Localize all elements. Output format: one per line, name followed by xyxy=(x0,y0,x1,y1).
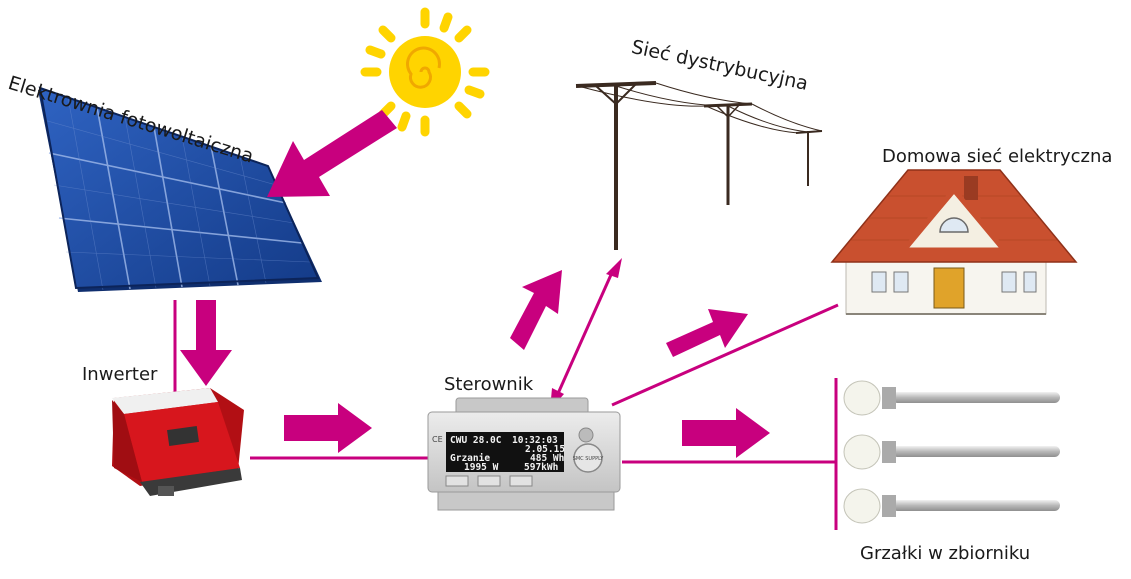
svg-text:CE: CE xyxy=(432,435,443,444)
sun-icon xyxy=(360,7,490,137)
panel-to-inverter-arrow xyxy=(180,300,232,386)
lcd-row1-right: 10:32:03 xyxy=(512,435,558,446)
inverter-label: Inwerter xyxy=(82,364,158,385)
solar-panel-icon xyxy=(38,86,322,292)
lcd-row4-right: 597kWh xyxy=(524,462,558,473)
heater-element xyxy=(843,488,1060,524)
knob-label: SMC SUPPLY xyxy=(573,456,605,462)
controller-device-icon: CE xyxy=(427,397,621,511)
lcd-row3-right: 485 Wh xyxy=(530,453,564,464)
lcd-row1-left: CWU 28.0C xyxy=(450,435,502,446)
controller-to-grid-arrow xyxy=(510,270,562,350)
line-controller-grid xyxy=(554,267,616,399)
line-controller-to-home xyxy=(611,303,839,407)
house-icon xyxy=(830,169,1078,315)
connection-lines xyxy=(173,267,839,530)
home-network-label: Domowa sieć elektryczna xyxy=(882,146,1113,167)
power-lines-icon xyxy=(575,81,823,250)
controller-to-home-arrow xyxy=(666,309,748,357)
heaters-label: Grzałki w zbiorniku xyxy=(860,543,1031,564)
inverter-icon xyxy=(112,388,244,496)
double-arrow-head-top xyxy=(606,258,622,278)
lcd-row2-right: 2.05.15 xyxy=(525,444,565,455)
controller-to-heaters-arrow xyxy=(682,408,770,458)
heater-element xyxy=(843,434,1060,470)
heater-elements-icon xyxy=(843,380,1060,524)
sun-to-panel-arrow xyxy=(267,110,397,197)
lcd-row4-left: 1995 W xyxy=(464,462,499,473)
heater-element xyxy=(843,380,1060,416)
controller-label: Sterownik xyxy=(444,374,534,395)
lcd-row3-left: Grzanie xyxy=(450,453,490,464)
inverter-to-controller-arrow xyxy=(284,403,372,453)
